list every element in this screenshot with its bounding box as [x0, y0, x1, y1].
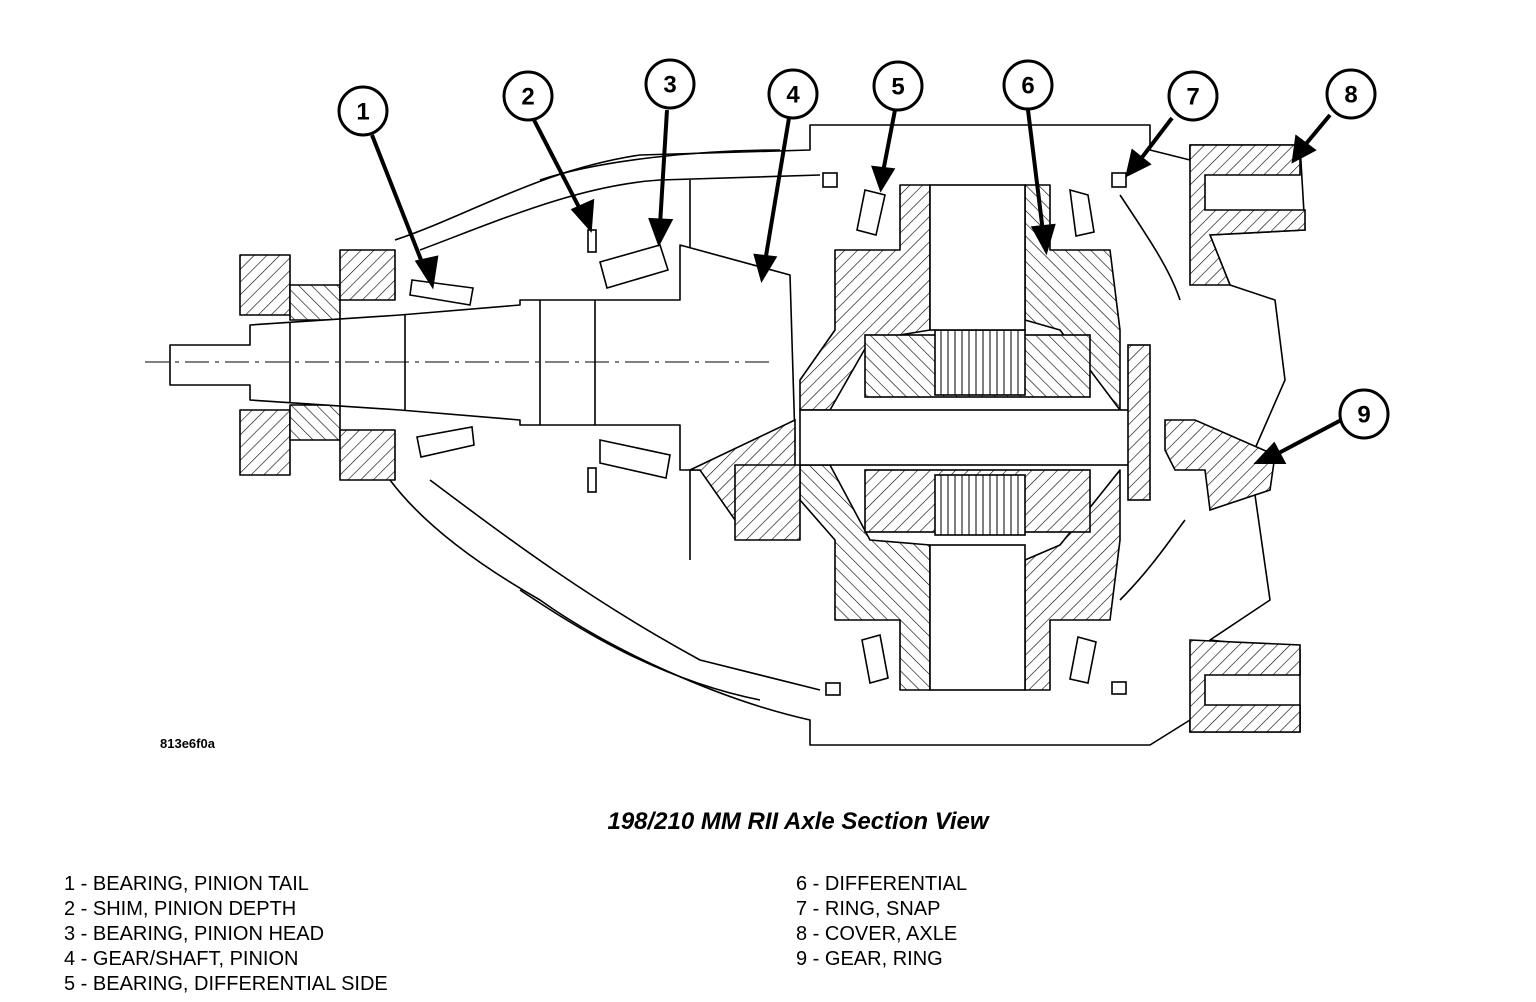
axle-bore-upper: [929, 184, 1026, 331]
axle-cover-upper: [1189, 144, 1306, 286]
housing-rib-lower: [519, 589, 761, 701]
clutch-pack-upper: [934, 329, 1026, 396]
callout-4: 4: [786, 82, 800, 109]
ring-gear: [1164, 419, 1276, 512]
axle-bore-lower: [929, 544, 1026, 691]
callout-5: 5: [891, 74, 904, 101]
pinion-depth-shim-lower: [587, 467, 597, 493]
legend-item: 5 - BEARING, DIFFERENTIAL SIDE: [64, 973, 388, 995]
snap-ring-upper-left: [822, 172, 838, 188]
legend-item: 7 - RING, SNAP: [796, 898, 941, 920]
pinion-seal-upper: [289, 284, 341, 321]
legend-column-right: 6 - DIFFERENTIAL 7 - RING, SNAP 8 - COVE…: [796, 872, 967, 972]
callout-2: 2: [521, 84, 534, 111]
arrowhead-8: [1291, 134, 1317, 164]
pinion-nut-lower: [339, 429, 396, 481]
callout-8: 8: [1344, 82, 1357, 109]
callout-7: 7: [1186, 84, 1199, 111]
legend-item: 6 - DIFFERENTIAL: [796, 873, 968, 895]
diff-side-bearing-lower-left: [861, 633, 889, 685]
figure-code: 813e6f0a: [160, 736, 215, 751]
leader-8: [1303, 113, 1332, 147]
callout-1-circle: [337, 85, 389, 137]
diagram-title: 198/210 MM RII Axle Section View: [607, 808, 989, 835]
housing-rib: [539, 149, 781, 181]
callout-3-circle: [644, 58, 696, 110]
differential-case-left-lower: [799, 464, 931, 691]
arrowhead-4: [753, 253, 778, 284]
cross-shaft: [799, 409, 1141, 466]
pinion-head-bearing-lower: [599, 439, 671, 479]
callout-7-circle: [1167, 70, 1219, 122]
arrowhead-3: [648, 217, 674, 247]
pinion-depth-shim-upper: [587, 229, 597, 253]
callout-6-circle: [1002, 59, 1054, 111]
arrowhead-9: [1253, 441, 1287, 464]
callout-3: 3: [663, 72, 676, 99]
pinion-head-bearing-upper: [599, 244, 670, 289]
leader-3: [658, 109, 669, 226]
callout-2-circle: [502, 70, 554, 122]
clutch-pack-lower: [934, 474, 1026, 536]
housing-inner-line-lower: [429, 479, 821, 691]
pinion-flange-lower: [239, 409, 291, 476]
pinion-tail-bearing-upper: [409, 279, 474, 306]
leader-5: [881, 109, 897, 173]
callout-1: 1: [356, 99, 369, 126]
arrowhead-7: [1125, 148, 1152, 178]
axle-section-diagram: 1 2 3 4 5 6 7 8 9: [145, 58, 1390, 746]
cross-pin: [1127, 344, 1151, 501]
callout-5-circle: [872, 60, 924, 112]
legend-column-left: 1 - BEARING, PINION TAIL 2 - SHIM, PINIO…: [64, 872, 388, 997]
arrowhead-5: [871, 165, 896, 193]
leader-4: [763, 117, 791, 263]
callout-6: 6: [1021, 73, 1034, 100]
leader-1: [370, 134, 427, 271]
leader-9: [1274, 416, 1346, 457]
snap-ring-lower-left: [825, 682, 841, 696]
snap-ring-lower-right: [1111, 681, 1127, 695]
diff-side-bearing-lower-right: [1069, 635, 1097, 684]
arrowhead-6: [1030, 223, 1056, 256]
housing-curve-b: [1119, 194, 1186, 601]
callout-4-circle: [767, 68, 819, 120]
pinion-tail-bearing-lower: [416, 426, 475, 458]
legend-item: 9 - GEAR, RING: [796, 948, 943, 970]
legend-item: 1 - BEARING, PINION TAIL: [64, 873, 309, 895]
callout-8-circle: [1325, 68, 1377, 120]
pinion-flange-upper: [239, 254, 291, 316]
callout-9: 9: [1357, 402, 1370, 429]
leader-2: [531, 117, 585, 216]
diff-side-bearing-upper-right: [1069, 188, 1095, 237]
axle-cover-lower: [1189, 639, 1301, 733]
housing-inner-line: [419, 174, 821, 251]
snap-ring-upper-right: [1111, 172, 1127, 188]
legend-item: 8 - COVER, AXLE: [796, 923, 958, 945]
arrowhead-2: [570, 198, 595, 233]
leader-7: [1138, 116, 1174, 162]
ring-gear-mount: [734, 464, 801, 541]
leader-6: [1026, 109, 1045, 233]
pinion-nut-upper: [339, 249, 396, 301]
pinion-seal-lower: [289, 404, 341, 441]
legend-item: 2 - SHIM, PINION DEPTH: [64, 898, 297, 920]
legend-item: 3 - BEARING, PINION HEAD: [64, 923, 325, 945]
diff-side-bearing-upper-left: [856, 189, 886, 236]
arrowhead-1: [414, 255, 439, 290]
callout-9-circle: [1338, 388, 1390, 440]
legend-item: 4 - GEAR/SHAFT, PINION: [64, 948, 299, 970]
